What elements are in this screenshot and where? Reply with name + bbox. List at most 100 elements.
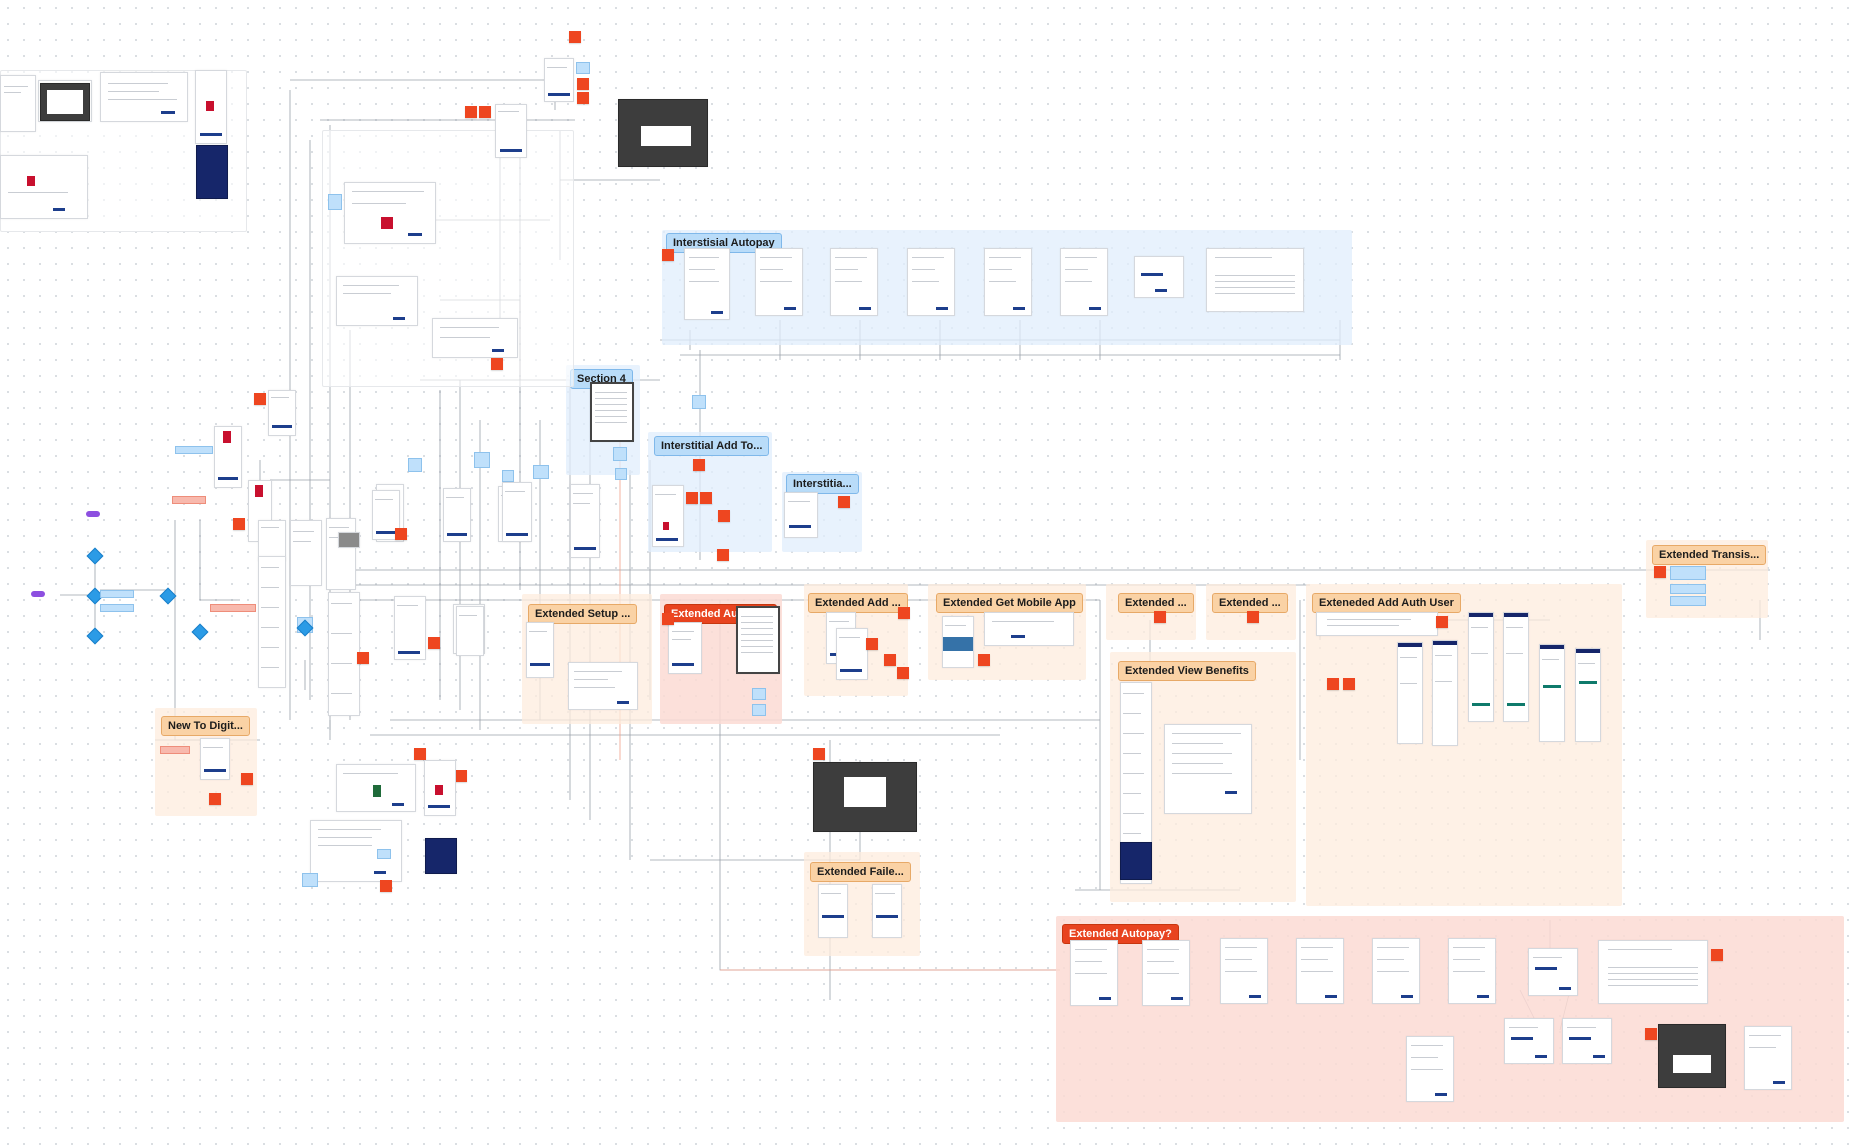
screen-frame[interactable] [502,482,532,542]
screen-frame[interactable] [432,318,518,358]
screen-frame[interactable] [1744,1026,1792,1090]
screen-frame[interactable] [214,426,242,488]
sticky-note[interactable] [1711,949,1723,961]
screen-frame[interactable] [344,182,436,244]
screen-frame[interactable] [684,248,730,320]
annotation-note[interactable] [172,496,206,504]
decision-diamond[interactable] [191,623,209,641]
sticky-note[interactable] [233,518,245,530]
screen-frame[interactable] [652,485,684,547]
screen-frame[interactable] [1504,1018,1554,1064]
sticky-note[interactable] [241,773,253,785]
screen-frame[interactable] [495,104,527,158]
screen-frame[interactable] [984,248,1032,316]
screen-frame[interactable] [1372,938,1420,1004]
screen-frame[interactable] [568,662,638,710]
screen-frame[interactable] [100,72,188,122]
sticky-note[interactable] [838,496,850,508]
screen-frame[interactable] [372,490,400,540]
decision-diamond[interactable] [159,587,177,605]
screen-frame-navy[interactable] [1120,842,1152,880]
screen-frame[interactable] [1134,256,1184,298]
screen-frame[interactable] [942,616,974,668]
annotation-note[interactable] [692,395,706,409]
screen-frame[interactable] [570,484,600,558]
sticky-note[interactable] [700,492,712,504]
modal-screen-frame[interactable] [813,762,917,832]
annotation-note[interactable] [210,604,256,612]
sticky-note[interactable] [686,492,698,504]
annotation-note[interactable] [100,604,134,612]
screen-frame[interactable] [268,390,296,436]
screen-frame[interactable] [784,492,818,538]
sticky-note[interactable] [395,528,407,540]
sticky-note[interactable] [978,654,990,666]
sticky-note[interactable] [569,31,581,43]
screen-frame[interactable] [424,760,456,816]
screen-frame[interactable] [195,70,227,144]
screen-frame[interactable] [328,592,360,716]
annotation-note[interactable] [175,446,213,454]
sticky-note[interactable] [1247,611,1259,623]
section-exteneded-add-auth-user[interactable] [1306,584,1622,906]
sticky-note[interactable] [479,106,491,118]
screen-frame[interactable] [1316,612,1438,636]
screen-frame[interactable] [0,155,88,219]
decision-diamond[interactable] [86,547,104,565]
screen-frame[interactable] [456,606,484,656]
annotation-note[interactable] [613,447,627,461]
screen-frame[interactable] [394,596,426,660]
annotation-note[interactable] [1670,584,1706,594]
sticky-note[interactable] [662,249,674,261]
screen-frame[interactable] [1206,248,1304,312]
sticky-note[interactable] [577,78,589,90]
sticky-note[interactable] [717,549,729,561]
flow-start-pill[interactable] [31,591,45,597]
sticky-note[interactable] [465,106,477,118]
screen-frame[interactable] [544,58,574,102]
sticky-note[interactable] [428,637,440,649]
decision-diamond[interactable] [86,627,104,645]
annotation-note[interactable] [533,465,549,479]
screen-frame[interactable] [336,276,418,326]
sticky-note[interactable] [897,667,909,679]
sticky-note[interactable] [1645,1028,1657,1040]
modal-screen-frame[interactable] [40,83,90,121]
sticky-note[interactable] [884,654,896,666]
screen-frame[interactable] [836,628,868,680]
screen-frame[interactable] [1296,938,1344,1004]
sticky-note[interactable] [491,358,503,370]
screen-frame-navy[interactable] [196,145,228,199]
screen-frame[interactable] [668,622,702,674]
screen-frame-navy[interactable] [425,838,457,874]
screen-frame[interactable] [1406,1036,1454,1102]
sticky-note[interactable] [577,92,589,104]
annotation-note[interactable] [576,62,590,74]
annotation-note[interactable] [160,746,190,754]
annotation-note[interactable] [408,458,422,472]
screen-frame[interactable] [872,884,902,938]
screen-frame[interactable] [1432,640,1458,746]
annotation-note[interactable] [502,470,514,482]
screen-frame[interactable] [1468,612,1494,722]
screen-frame[interactable] [526,622,554,678]
sticky-note[interactable] [380,880,392,892]
screen-frame[interactable] [1164,724,1252,814]
sticky-note[interactable] [1154,611,1166,623]
screen-frame[interactable] [1562,1018,1612,1064]
screen-frame[interactable] [443,488,471,542]
sticky-note[interactable] [1343,678,1355,690]
sticky-note[interactable] [1327,678,1339,690]
screen-frame[interactable] [1575,648,1601,742]
sticky-note[interactable] [1654,566,1666,578]
modal-screen-frame[interactable] [618,99,708,167]
annotation-note[interactable] [474,452,490,468]
sticky-note[interactable] [209,793,221,805]
screen-frame[interactable] [907,248,955,316]
annotation-note[interactable] [328,194,342,210]
annotation-note[interactable] [302,873,318,887]
screen-frame[interactable] [984,612,1074,646]
screen-frame[interactable] [200,738,230,780]
screen-frame[interactable] [310,820,402,882]
sticky-note[interactable] [813,748,825,760]
